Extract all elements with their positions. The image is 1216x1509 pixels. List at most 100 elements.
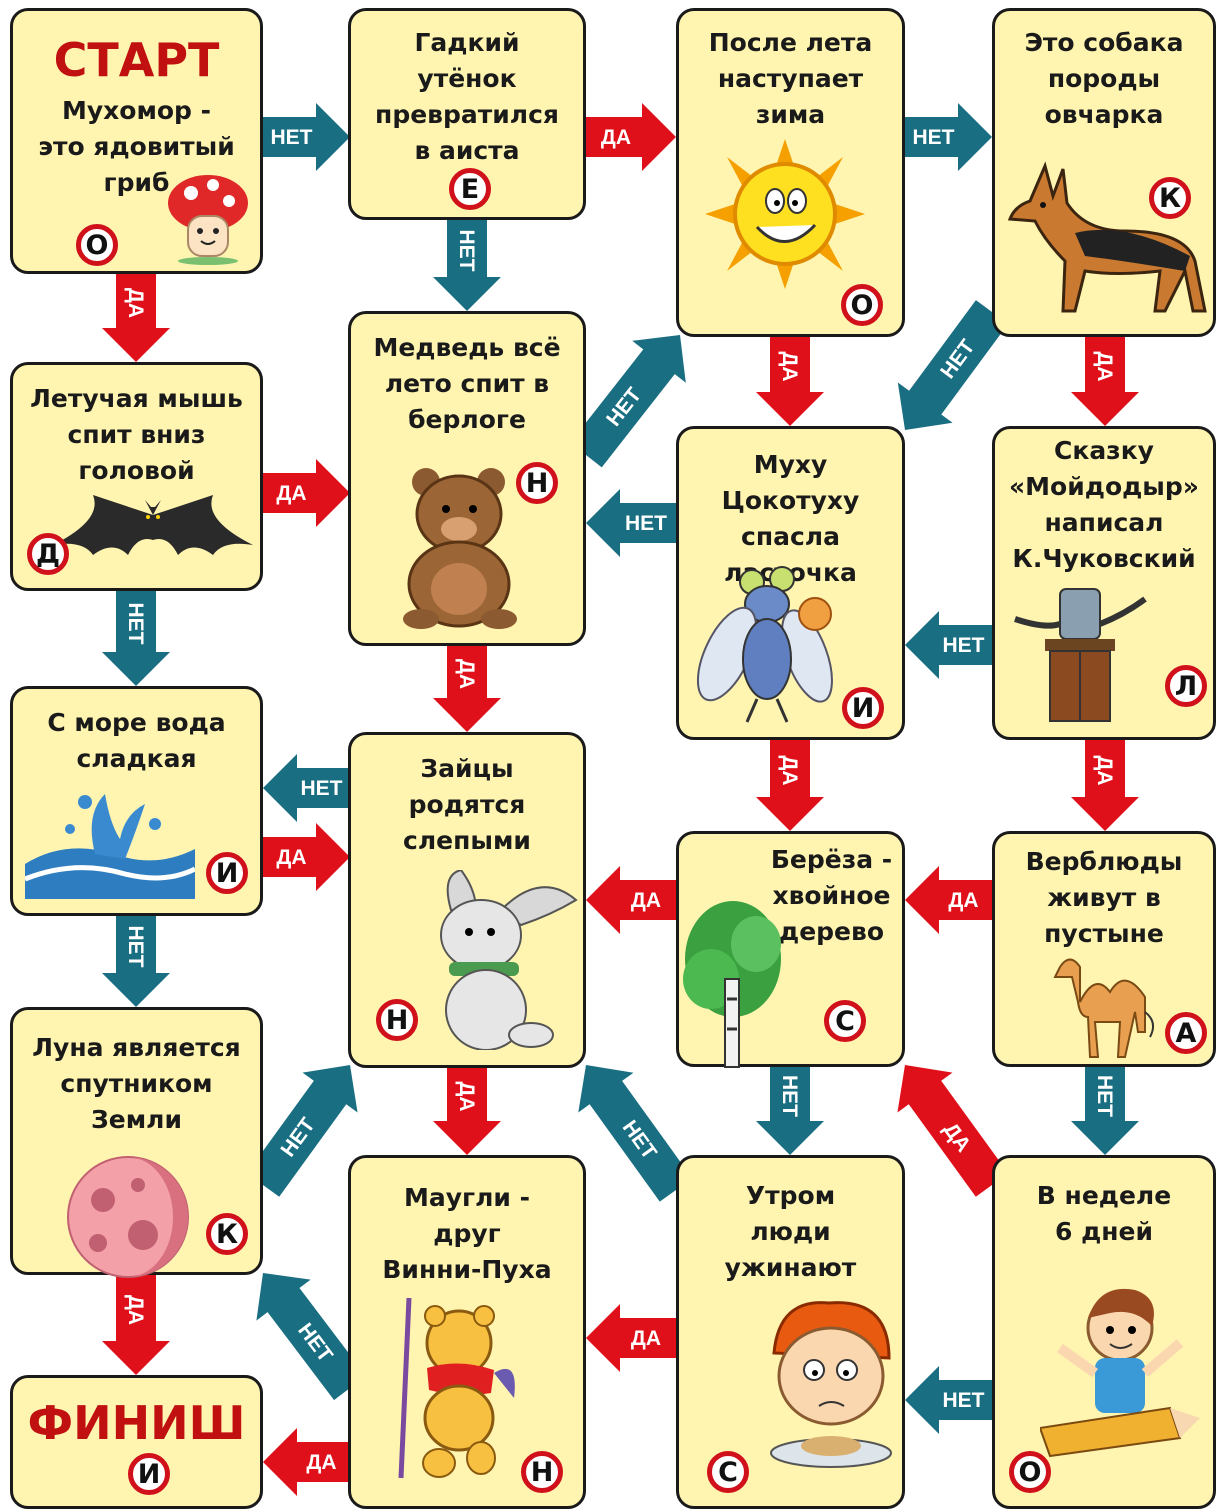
card-bat: Летучая мышь спит вниз головой Д xyxy=(10,362,263,591)
yes-arrow: ДА xyxy=(756,337,824,426)
arrow-label: ДА xyxy=(276,482,306,505)
yes-arrow: ДА xyxy=(586,866,676,934)
no-arrow: НЕТ xyxy=(905,611,992,679)
no-arrow: НЕТ xyxy=(1071,1067,1139,1155)
fly-icon xyxy=(696,564,847,728)
card-question: Берёза - хвойное дерево xyxy=(770,845,893,946)
boy-on-pencil-icon xyxy=(1038,1278,1200,1462)
no-arrow: НЕТ xyxy=(263,754,350,822)
yes-arrow: ДА xyxy=(586,1304,676,1372)
shepherd-dog-icon xyxy=(1005,161,1210,325)
yes-arrow: ДА xyxy=(102,274,170,362)
arrow-label: НЕТ xyxy=(301,777,343,800)
arrow-label: ДА xyxy=(455,659,478,689)
card-question: Сказку «Мойдодыр» написал К.Чуковский xyxy=(1009,436,1199,573)
no-arrow: НЕТ xyxy=(102,591,170,686)
arrow-label: ДА xyxy=(306,1451,336,1474)
card-question: Верблюды живут в пустыне xyxy=(1025,847,1183,948)
moon-icon xyxy=(63,1155,193,1289)
card-question: Гадкий утёнок превратился в аиста xyxy=(375,28,559,165)
no-arrow: НЕТ xyxy=(102,916,170,1007)
letter-badge: Н xyxy=(521,1451,563,1493)
letter-badge: С xyxy=(824,1000,866,1042)
card-start: СТАРТ Мухомор - это ядовитый гриб О xyxy=(10,8,263,274)
letter-badge: К xyxy=(206,1213,248,1255)
yes-arrow: ДА xyxy=(433,646,501,732)
arrow-label: ДА xyxy=(1093,351,1116,381)
no-arrow: НЕТ xyxy=(905,1366,992,1434)
card-week: В неделе 6 дней О xyxy=(992,1155,1216,1509)
bear-icon xyxy=(401,464,531,633)
card-moon: Луна является спутником Земли К xyxy=(10,1007,263,1278)
no-arrow: НЕТ xyxy=(263,103,350,171)
sad-boy-icon xyxy=(759,1298,904,1477)
card-bear: Медведь всё лето спит в берлоге Н xyxy=(348,311,586,646)
arrow-label: ДА xyxy=(631,1327,661,1350)
washstand-icon xyxy=(1005,579,1155,733)
card-question: В неделе 6 дней xyxy=(1036,1181,1172,1246)
yes-arrow: ДА xyxy=(586,103,676,171)
yes-arrow: ДА xyxy=(905,866,992,934)
letter-badge: О xyxy=(76,224,118,266)
card-tale: Сказку «Мойдодыр» написал К.Чуковский Л xyxy=(992,426,1216,740)
no-arrow: НЕТ xyxy=(433,220,501,311)
water-splash-icon xyxy=(24,784,197,903)
letter-badge: Л xyxy=(1165,665,1207,707)
arrow-label: ДА xyxy=(601,126,631,149)
card-hares: Зайцы родятся слепыми Н xyxy=(348,732,586,1068)
letter-badge: Д xyxy=(27,533,69,575)
letter-badge: Е xyxy=(449,168,491,210)
card-question: Летучая мышь спит вниз головой xyxy=(30,384,243,485)
card-morning: Утром люди ужинают С xyxy=(676,1155,905,1509)
arrow-label: ДА xyxy=(124,288,147,318)
card-question: Медведь всё лето спит в берлоге xyxy=(373,333,561,434)
yes-arrow: ДА xyxy=(1071,337,1139,426)
arrow-label: ДА xyxy=(1093,755,1116,785)
no-arrow: НЕТ xyxy=(756,1067,824,1155)
yes-arrow: ДА xyxy=(102,1275,170,1375)
arrow-label: НЕТ xyxy=(124,926,147,968)
hare-icon xyxy=(431,868,581,1054)
yes-arrow: ДА xyxy=(263,823,350,891)
arrow-label: НЕТ xyxy=(625,512,667,535)
no-arrow: НЕТ xyxy=(905,103,992,171)
card-finish: ФИНИШ И xyxy=(10,1375,263,1509)
card-question: Луна является спутником Земли xyxy=(32,1033,241,1134)
letter-badge: О xyxy=(841,284,883,326)
arrow-label: ДА xyxy=(276,846,306,869)
letter-badge: И xyxy=(206,852,248,894)
winnie-the-pooh-icon xyxy=(379,1297,524,1487)
letter-badge: С xyxy=(707,1451,749,1493)
birch-icon xyxy=(681,899,786,1073)
letter-badge: О xyxy=(1009,1451,1051,1493)
card-question: Это собака породы овчарка xyxy=(1024,28,1184,129)
arrow-label: ДА xyxy=(124,1295,147,1325)
arrow-label: НЕТ xyxy=(271,126,313,149)
yes-arrow: ДА xyxy=(433,1068,501,1155)
card-sea: С море вода сладкая И xyxy=(10,686,263,916)
arrow-label: ДА xyxy=(455,1081,478,1111)
card-fly: Муху Цокотуху спасла ласточка И xyxy=(676,426,905,740)
yes-arrow: ДА xyxy=(756,740,824,831)
card-camel: Верблюды живут в пустыне А xyxy=(992,831,1216,1067)
card-birch: Берёза - хвойное дерево С xyxy=(676,831,905,1068)
card-question: С море вода сладкая xyxy=(47,708,226,773)
letter-badge: И xyxy=(842,687,884,729)
mushroom-icon xyxy=(163,171,253,270)
card-question: Утром люди ужинают xyxy=(724,1181,857,1282)
card-summer: После лета наступает зима О xyxy=(676,8,905,337)
arrow-label: НЕТ xyxy=(778,1075,801,1117)
arrow-label: НЕТ xyxy=(455,230,478,272)
card-question: Мухомор - это ядовитый гриб xyxy=(38,96,235,197)
finish-title: ФИНИШ xyxy=(27,1396,246,1450)
card-dog: Это собака породы овчарка К xyxy=(992,8,1216,337)
arrow-label: НЕТ xyxy=(1093,1075,1116,1117)
yes-arrow: ДА xyxy=(263,1428,350,1496)
letter-badge: И xyxy=(128,1453,170,1495)
bat-icon xyxy=(53,495,253,579)
card-question: Зайцы родятся слепыми xyxy=(403,754,531,855)
arrow-label: ДА xyxy=(631,889,661,912)
arrow-label: ДА xyxy=(948,889,978,912)
start-title: СТАРТ xyxy=(53,33,220,87)
